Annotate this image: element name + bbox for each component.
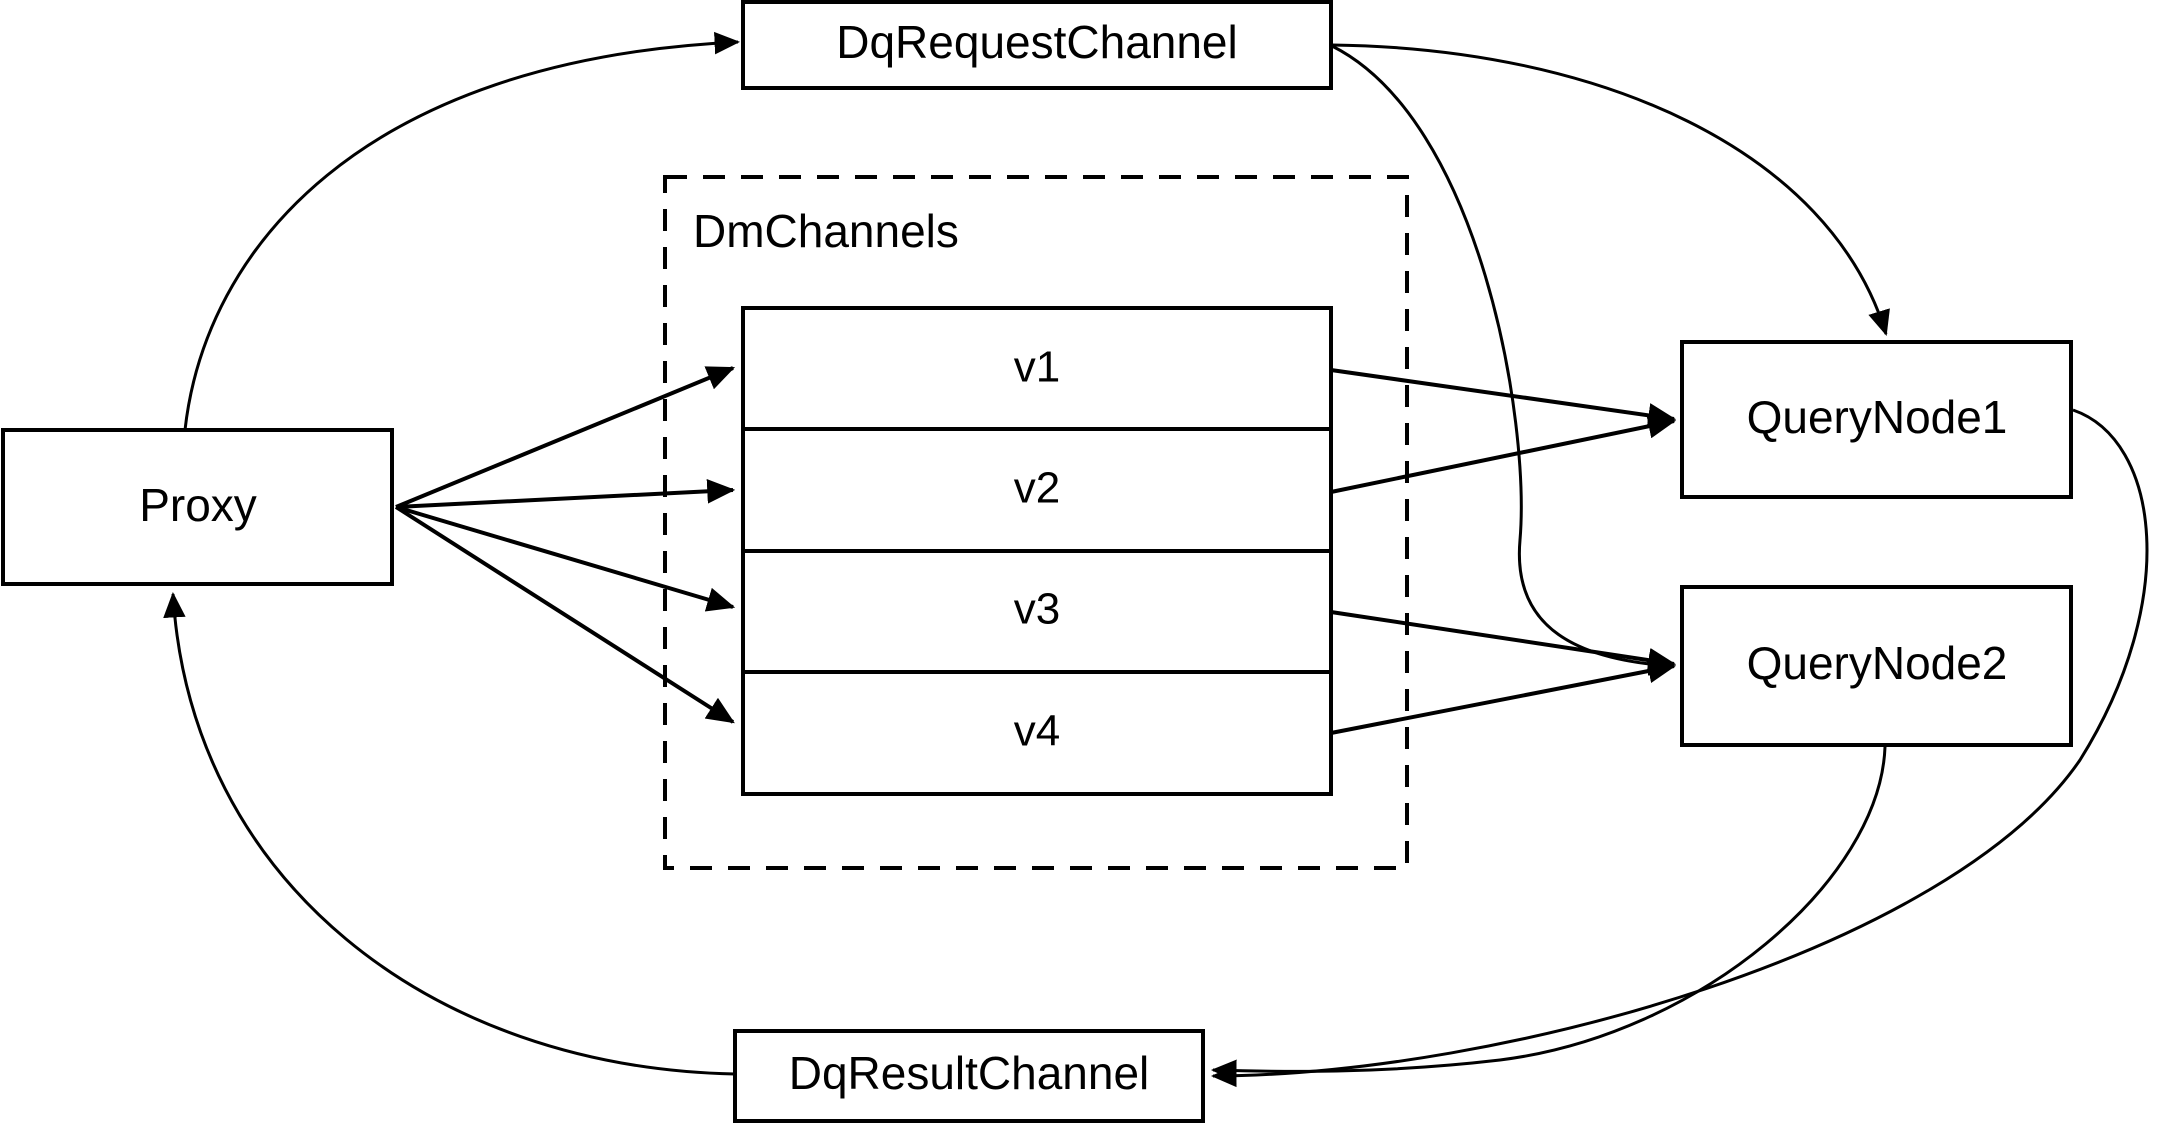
node-query-node-2[interactable]: QueryNode2 <box>1680 585 2073 747</box>
node-proxy-label: Proxy <box>139 479 257 531</box>
edge-v1-to-query-node-1 <box>1330 368 1677 428</box>
edge-dq-request-channel-to-query-node-1 <box>1331 43 1890 336</box>
channel-row-v2[interactable]: v2 <box>1014 464 1060 513</box>
node-dq-request-channel[interactable]: DqRequestChannel <box>741 0 1333 90</box>
edge-v2-to-query-node-1 <box>1330 414 1677 494</box>
edge-v3-to-query-node-2 <box>1330 610 1677 673</box>
channel-table: v1 v2 v3 v4 <box>741 306 1333 796</box>
edge-proxy-to-v2 <box>395 478 736 509</box>
node-query-node-2-label: QueryNode2 <box>1747 637 2008 689</box>
dm-channels-boundary <box>663 175 1409 870</box>
dm-channels-label: DmChannels <box>693 205 959 257</box>
node-query-node-1[interactable]: QueryNode1 <box>1680 340 2073 499</box>
channel-row-v4[interactable]: v4 <box>1014 707 1060 756</box>
edge-proxy-to-v1 <box>395 366 736 509</box>
channel-row-v1[interactable]: v1 <box>1014 343 1060 392</box>
edge-query-node-1-to-dq-result-channel <box>1210 408 2149 1088</box>
node-proxy[interactable]: Proxy <box>1 428 394 586</box>
edge-proxy-to-v3 <box>395 505 736 612</box>
dm-channels-group: DmChannels <box>663 175 1409 870</box>
node-dq-result-channel[interactable]: DqResultChannel <box>733 1029 1205 1123</box>
channel-row-v3[interactable]: v3 <box>1014 585 1060 634</box>
node-proxy-box[interactable] <box>1 428 394 586</box>
node-query-node-1-label: QueryNode1 <box>1747 391 2008 443</box>
node-query-node-2-box[interactable] <box>1680 585 2073 747</box>
edge-v4-to-query-node-2 <box>1330 658 1677 735</box>
edge-dq-result-channel-to-proxy <box>163 591 736 1076</box>
node-dq-result-channel-label: DqResultChannel <box>789 1047 1150 1099</box>
node-dq-request-channel-box[interactable] <box>741 0 1333 90</box>
edge-proxy-to-v4 <box>394 505 735 724</box>
edge-query-node-2-to-dq-result-channel <box>1210 746 1887 1082</box>
node-dq-result-channel-box[interactable] <box>733 1029 1205 1123</box>
node-query-node-1-box[interactable] <box>1680 340 2073 499</box>
edge-proxy-to-dq-request-channel <box>183 31 741 431</box>
edge-dq-request-channel-to-query-node-2 <box>1331 44 1675 676</box>
node-dq-request-channel-label: DqRequestChannel <box>836 16 1238 68</box>
